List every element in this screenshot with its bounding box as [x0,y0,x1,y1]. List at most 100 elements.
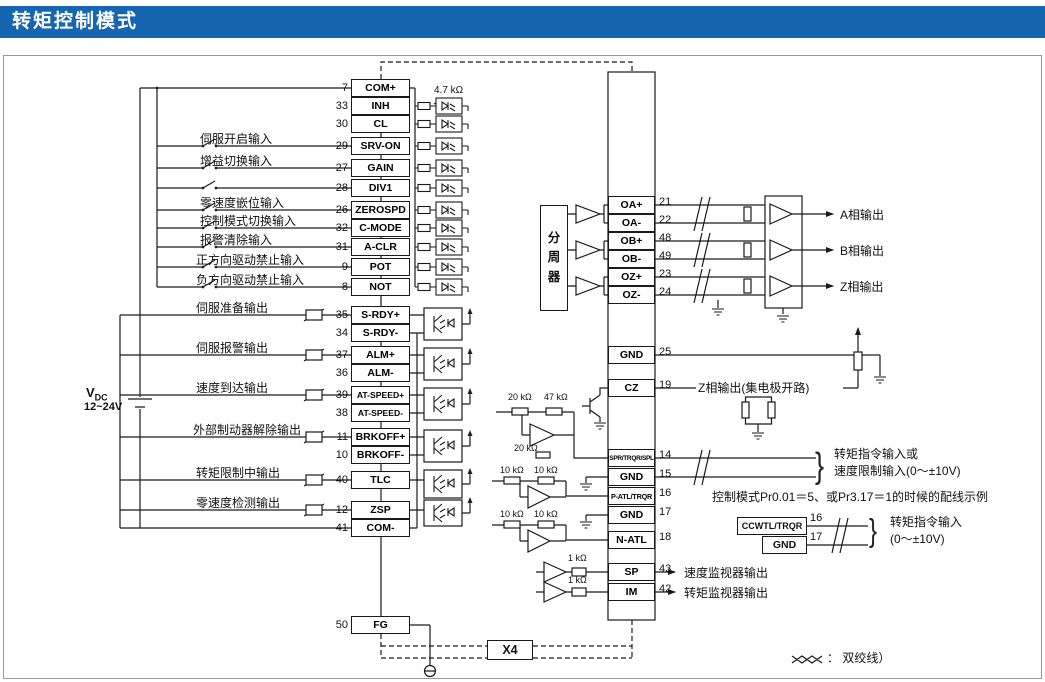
resistor-10k-label: 10 kΩ [534,465,558,475]
phase-a-output-label: A相输出 [840,208,885,222]
pin-number: 30 [335,118,348,130]
torque-monitor-label: 转矩监视器输出 [684,586,769,600]
page-title: 转矩控制模式 [0,6,1045,38]
pin-number: 10 [335,449,348,461]
input-label-pot: 正方向驱动禁止输入 [196,253,305,267]
pin-number: 11 [336,431,348,443]
pin-number: 34 [335,327,348,339]
pin-name: SP [608,563,655,581]
pin-name: CL [351,115,410,133]
pin-number: 37 [335,349,348,361]
inh-resistor-label: 4.7 kΩ [434,85,464,96]
pin-number: 41 [335,522,348,534]
pin-name: GND [608,346,655,364]
pin-name: SPR/TRQR/SPL [608,449,655,467]
frequency-divider-label: 分周器 [547,230,561,284]
pin-name: GND [608,468,655,486]
pin-name: FG [351,616,410,634]
pin-name: COM+ [351,79,410,97]
pin-name: AT-SPEED+ [351,386,410,404]
pin-number: 15 [659,467,672,480]
inset-pin-number: 16 [810,512,823,524]
pin-number: 19 [659,378,672,391]
pin-name: BRKOFF- [351,446,410,464]
pin-name: INH [351,97,410,115]
pin-name: NOT [351,278,410,296]
input-label-zerospd: 零速度嵌位输入 [200,196,285,210]
pin-name: ALM- [351,364,410,382]
brace-torque-input: } [815,445,825,486]
pin-oa-minus: OA-22 [608,214,671,232]
pin-name: IM [608,583,655,601]
pin-ob-minus: OB-49 [608,250,671,268]
frequency-divider-block: 分周器 [540,205,568,311]
pin-number: 31 [335,241,348,253]
pin-gnd-25: GND 25 [608,346,671,364]
pin-name: GND [608,506,655,524]
inset-voltage-range-label: (0～±10V) [890,532,945,546]
pin-name: P-ATL/TRQR [608,487,655,505]
pin-number: 23 [659,267,672,280]
pin-number: 28 [335,182,348,194]
resistor-1k-label: 1 kΩ [568,575,587,585]
pin-number: 8 [341,281,348,293]
pin-name: A-CLR [351,238,410,256]
resistor-20k-label: 20 kΩ [514,443,538,453]
pin-number: 43 [659,562,672,575]
inset-pin-ccwtl-trqr: CCWTL/TRQR [737,517,807,535]
pin-number: 36 [335,367,348,379]
pin-number: 7 [341,82,348,94]
pin-number: 33 [335,100,348,112]
speed-limit-label: 速度限制输入(0～±10V) [834,464,961,478]
z-open-collector-label: Z相输出(集电极开路) [698,381,810,395]
pin-name: ZEROSPD [351,201,410,219]
pin-number: 25 [659,345,672,358]
input-label-gain: 增益切换输入 [200,154,273,168]
resistor-1k-label: 1 kΩ [568,553,587,563]
output-label-at-speed: 速度到达输出 [196,381,269,395]
vdc-subscript: DC [94,392,108,403]
pin-name: GAIN [351,159,410,177]
input-label-a-clr: 报警清除输入 [200,233,273,247]
resistor-10k-label: 10 kΩ [500,465,524,475]
pin-gnd-15: GND 15 [608,468,671,486]
connector-x4-label: X4 [487,640,533,660]
inset-pin-number: 17 [810,531,823,543]
pin-number: 32 [335,222,348,234]
pin-oz-plus: OZ+23 [608,268,671,286]
vdc-label: VDC [86,385,108,403]
phase-b-output-label: B相输出 [840,244,885,258]
resistor-10k-label: 10 kΩ [534,509,558,519]
pin-name: S-RDY+ [351,306,410,324]
vdc-symbol: V [86,385,95,400]
torque-command-label: 转矩指令输入或 [834,447,919,461]
pin-name: TLC [351,471,410,489]
pin-number: 16 [659,486,672,499]
pin-name: POT [351,258,410,276]
speed-monitor-label: 速度监视器输出 [684,566,769,580]
resistor-20k-label: 20 kΩ [508,392,532,402]
wiring-note: 控制模式Pr0.01＝5、或Pr3.17＝1的时候的配线示例 [712,490,989,504]
pin-number: 50 [335,619,348,631]
pin-name: C-MODE [351,219,410,237]
twisted-pair-legend: ： 双绞线） [827,651,891,665]
